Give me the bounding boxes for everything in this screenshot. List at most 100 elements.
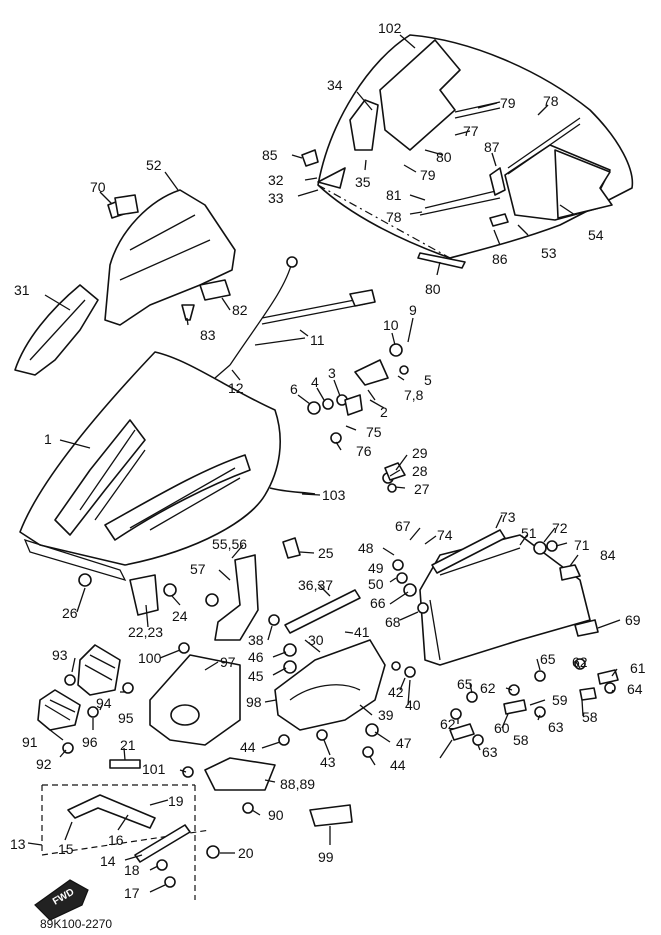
callout-2: 2 bbox=[380, 404, 388, 420]
sheet-99 bbox=[309, 804, 353, 827]
grille-94 bbox=[77, 644, 121, 696]
callout-36-37: 36,37 bbox=[298, 577, 333, 593]
callout-7-8: 7,8 bbox=[404, 387, 424, 403]
callout-100: 100 bbox=[138, 650, 162, 666]
side-duct-part bbox=[14, 284, 99, 376]
callout-29: 29 bbox=[412, 445, 428, 461]
callout-17: 17 bbox=[124, 885, 140, 901]
callout-80-top: 80 bbox=[436, 149, 452, 165]
callout-33: 33 bbox=[268, 190, 284, 206]
trim-strip-73 bbox=[431, 529, 506, 574]
callout-86: 86 bbox=[492, 251, 508, 267]
callout-44-right: 44 bbox=[390, 757, 406, 773]
callout-77: 77 bbox=[463, 123, 479, 139]
callout-22-23: 22,23 bbox=[128, 624, 163, 640]
callout-58-right: 58 bbox=[582, 709, 598, 725]
callout-11: 11 bbox=[310, 332, 325, 348]
cover-88-89 bbox=[204, 757, 276, 791]
callout-58-mid: 58 bbox=[513, 732, 529, 748]
wire-harness bbox=[214, 256, 376, 379]
callout-20: 20 bbox=[238, 845, 254, 861]
callout-21: 21 bbox=[120, 737, 136, 753]
callout-55-56: 55,56 bbox=[212, 536, 247, 552]
callout-97: 97 bbox=[220, 654, 236, 670]
callout-62-right: 62 bbox=[572, 654, 588, 670]
right-side-panel bbox=[419, 534, 591, 666]
callout-6: 6 bbox=[290, 381, 298, 397]
main-hood-part bbox=[19, 351, 281, 582]
callout-63-right: 63 bbox=[548, 719, 564, 735]
callout-32: 32 bbox=[268, 172, 284, 188]
callout-15: 15 bbox=[58, 841, 74, 857]
callout-26: 26 bbox=[62, 605, 78, 621]
callout-35: 35 bbox=[355, 174, 371, 190]
center-console-part bbox=[274, 639, 386, 731]
callout-87: 87 bbox=[484, 139, 500, 155]
callout-24: 24 bbox=[172, 608, 188, 624]
callout-80-bottom: 80 bbox=[425, 281, 441, 297]
callout-43: 43 bbox=[320, 754, 336, 770]
callout-79-mid: 79 bbox=[420, 167, 436, 183]
callout-102: 102 bbox=[378, 20, 402, 36]
callout-62-left: 62 bbox=[440, 716, 456, 732]
callout-5: 5 bbox=[424, 372, 432, 388]
callout-42: 42 bbox=[388, 684, 404, 700]
callout-78-mid: 78 bbox=[386, 209, 402, 225]
callout-25: 25 bbox=[318, 545, 334, 561]
callout-59: 59 bbox=[552, 692, 568, 708]
callout-74: 74 bbox=[437, 527, 453, 543]
callout-63-mid: 63 bbox=[482, 744, 498, 760]
callout-54: 54 bbox=[588, 227, 604, 243]
callout-66: 66 bbox=[370, 595, 386, 611]
callout-19: 19 bbox=[168, 793, 184, 809]
callout-76: 76 bbox=[356, 443, 372, 459]
windshield-part bbox=[317, 34, 634, 259]
callout-90: 90 bbox=[268, 807, 284, 823]
callout-10: 10 bbox=[383, 317, 399, 333]
callout-4: 4 bbox=[311, 374, 319, 390]
callout-99: 99 bbox=[318, 849, 334, 865]
callout-69: 69 bbox=[625, 612, 641, 628]
callout-31: 31 bbox=[14, 282, 30, 298]
small-hardware-parts bbox=[62, 194, 619, 888]
callout-57: 57 bbox=[190, 561, 206, 577]
callout-labels: 102 34 79 78 77 85 80 87 32 35 79 33 81 … bbox=[10, 20, 646, 901]
callout-92: 92 bbox=[36, 756, 52, 772]
callout-61: 61 bbox=[630, 660, 646, 676]
callout-95: 95 bbox=[118, 710, 134, 726]
callout-30: 30 bbox=[308, 632, 324, 648]
callout-52: 52 bbox=[146, 157, 162, 173]
callout-93: 93 bbox=[52, 647, 68, 663]
callout-12: 12 bbox=[228, 380, 244, 396]
callout-84: 84 bbox=[600, 547, 616, 563]
bracket-assembly-13 bbox=[41, 759, 211, 900]
callout-65-mid: 65 bbox=[457, 676, 473, 692]
callout-94: 94 bbox=[96, 695, 112, 711]
trim-strip-36-37 bbox=[284, 589, 361, 634]
callout-47: 47 bbox=[396, 735, 412, 751]
callout-41: 41 bbox=[354, 624, 370, 640]
callout-62-mid: 62 bbox=[480, 680, 496, 696]
callout-34: 34 bbox=[327, 77, 343, 93]
callout-96: 96 bbox=[82, 734, 98, 750]
callout-83: 83 bbox=[200, 327, 216, 343]
callout-44-left: 44 bbox=[240, 739, 256, 755]
battery-box-part bbox=[149, 654, 241, 746]
callout-38: 38 bbox=[248, 632, 264, 648]
callout-70: 70 bbox=[90, 179, 106, 195]
callout-16: 16 bbox=[108, 832, 124, 848]
callout-13: 13 bbox=[10, 836, 26, 852]
callout-91: 91 bbox=[22, 734, 38, 750]
windshield-trim-strips bbox=[301, 99, 581, 269]
callout-75: 75 bbox=[366, 424, 382, 440]
callout-98: 98 bbox=[246, 694, 262, 710]
callout-67: 67 bbox=[395, 518, 411, 534]
callout-82: 82 bbox=[232, 302, 248, 318]
callout-101: 101 bbox=[142, 761, 166, 777]
callout-81: 81 bbox=[386, 187, 402, 203]
callout-18: 18 bbox=[124, 862, 140, 878]
callout-103: 103 bbox=[322, 487, 346, 503]
callout-68: 68 bbox=[385, 614, 401, 630]
